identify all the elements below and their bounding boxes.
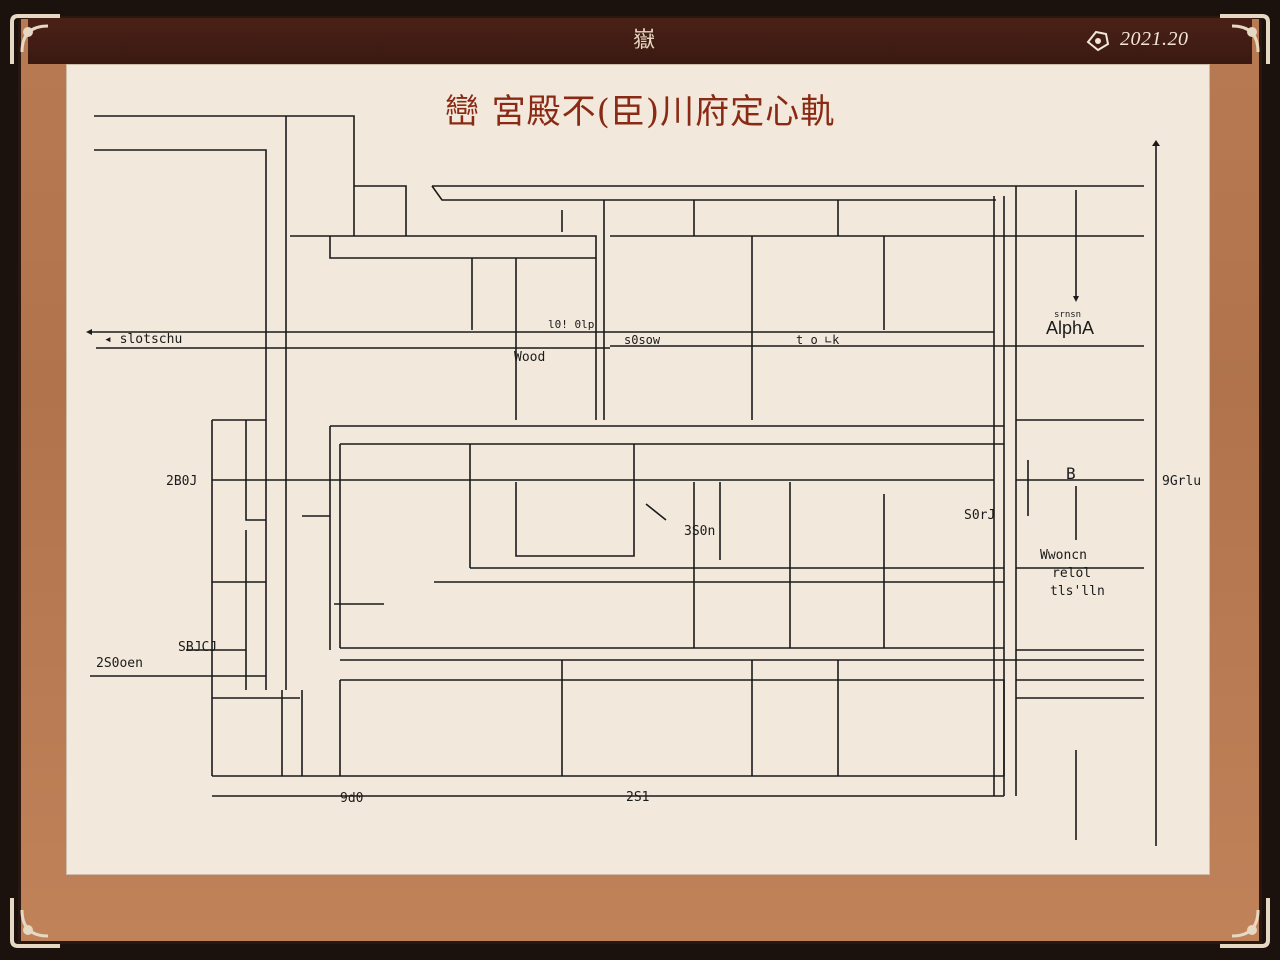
label-east-2: relol (1052, 566, 1092, 581)
blueprint-paper (66, 64, 1210, 875)
label-mid-a: s0sow (624, 333, 661, 347)
label-north-b: Wood (514, 350, 546, 365)
label-east-1: Wwoncn (1040, 548, 1087, 563)
ornament-corner-icon (8, 12, 66, 70)
label-alpha-small: srnsn (1054, 310, 1082, 320)
plan-title: 巒 宮殿不(臣)川府定心軌 (444, 92, 836, 132)
label-b-marker: B (1066, 464, 1076, 483)
label-mid-b: t o ∟k (796, 333, 840, 347)
emblem-icon: 嶽 (632, 28, 655, 53)
label-bottom-center: 2S1 (626, 790, 650, 805)
label-east-dim: S0rJ (964, 508, 996, 523)
label-north-a: l0! 0lp (548, 318, 595, 331)
ornament-corner-icon (1214, 892, 1272, 950)
ornament-corner-icon (8, 892, 66, 950)
title-bar (28, 18, 1252, 64)
label-alpha: AlphA (1046, 318, 1095, 338)
label-west-low: SBJCJ (178, 640, 218, 655)
ornament-corner-icon (1214, 12, 1272, 70)
label-west-corridor: ◂ slotschu (104, 332, 183, 347)
label-far-east: 9Grlu (1162, 474, 1202, 489)
game-date: 2021.20 (1120, 28, 1189, 50)
label-center-dim: 3S0n (684, 524, 716, 539)
label-west-mid: 2B0J (166, 474, 198, 489)
label-west-bottom: 2S0oen (96, 656, 143, 671)
settings-icon[interactable] (1084, 28, 1112, 54)
label-bottom-left: 9d0 (340, 791, 364, 806)
label-east-3: tls'lln (1050, 584, 1105, 599)
